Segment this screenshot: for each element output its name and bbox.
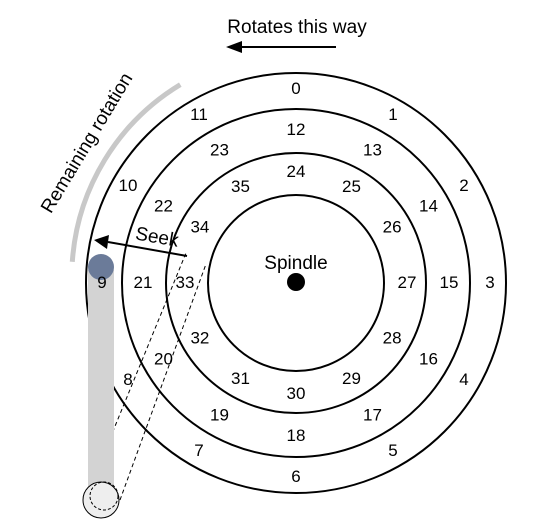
middle-track-circle — [121, 108, 471, 458]
sector-labels: 0123456789101112131415161718192021222324… — [97, 79, 494, 486]
sector-label-34: 34 — [190, 218, 209, 237]
sector-label-14: 14 — [419, 197, 438, 216]
sector-label-9: 9 — [97, 273, 106, 292]
spindle-dot — [287, 273, 305, 291]
spindle-label: Spindle — [264, 253, 327, 274]
remaining-rotation-arc — [69, 82, 182, 262]
inner-track-circle — [165, 152, 427, 414]
sector-label-0: 0 — [291, 79, 300, 98]
sector-label-8: 8 — [123, 370, 132, 389]
sector-label-19: 19 — [210, 406, 229, 425]
sector-label-7: 7 — [194, 441, 203, 460]
seek-arrow-line — [107, 241, 188, 257]
sector-label-21: 21 — [134, 273, 153, 292]
sector-label-29: 29 — [342, 369, 361, 388]
rotates-label: Rotates this way — [227, 17, 367, 38]
sector-label-23: 23 — [210, 141, 229, 160]
sector-label-28: 28 — [383, 329, 402, 348]
sector-label-4: 4 — [459, 370, 468, 389]
sector-label-20: 20 — [154, 350, 173, 369]
sector-label-31: 31 — [231, 369, 250, 388]
sector-label-3: 3 — [485, 273, 494, 292]
sector-label-10: 10 — [119, 176, 138, 195]
sector-label-24: 24 — [287, 162, 306, 181]
sector-label-18: 18 — [287, 426, 306, 445]
sector-label-6: 6 — [291, 467, 300, 486]
arm-pivot — [82, 481, 120, 519]
disk-head — [88, 254, 114, 280]
disk-arm — [88, 270, 114, 498]
sector-label-32: 32 — [190, 329, 209, 348]
sector-label-12: 12 — [287, 120, 306, 139]
arm-pivot-ghost — [89, 481, 119, 511]
sector-label-30: 30 — [287, 384, 306, 403]
sector-label-2: 2 — [459, 176, 468, 195]
sector-label-16: 16 — [419, 350, 438, 369]
rotation-arrow-head — [226, 41, 242, 53]
sector-label-11: 11 — [190, 105, 208, 124]
sector-label-17: 17 — [363, 406, 382, 425]
ghost-arm-edge-right — [119, 263, 207, 501]
spindle-track-circle — [207, 194, 385, 372]
sector-label-13: 13 — [363, 141, 382, 160]
sector-label-33: 33 — [176, 273, 195, 292]
sector-label-27: 27 — [398, 273, 417, 292]
sector-label-5: 5 — [388, 441, 397, 460]
sector-label-15: 15 — [440, 273, 459, 292]
seek-arrow-head — [94, 235, 109, 249]
sector-label-22: 22 — [154, 197, 173, 216]
sector-label-26: 26 — [383, 218, 402, 237]
sector-label-1: 1 — [388, 105, 397, 124]
sector-label-35: 35 — [231, 177, 250, 196]
outer-track-circle — [85, 72, 507, 494]
sector-label-25: 25 — [342, 177, 361, 196]
